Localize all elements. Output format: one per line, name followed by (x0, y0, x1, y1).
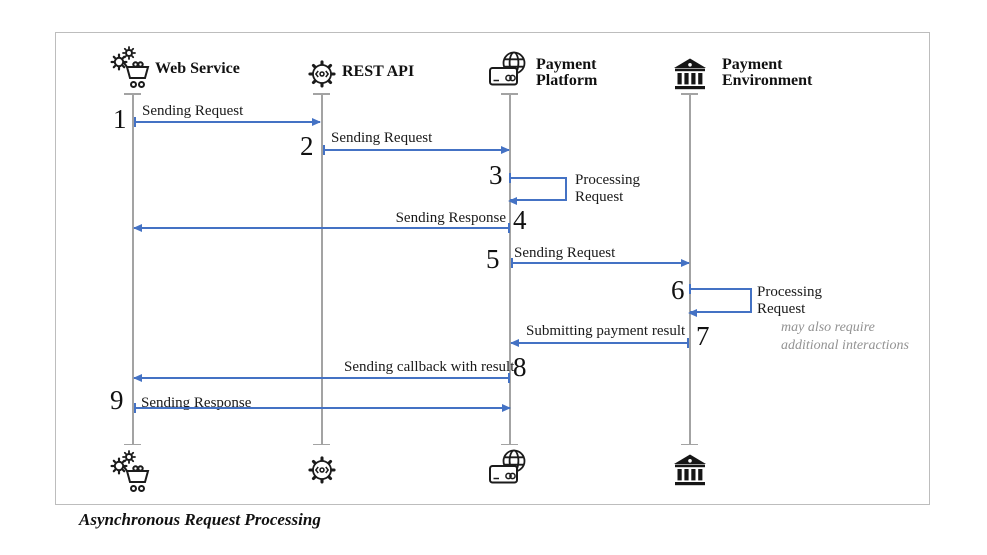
message-number: 6 (671, 275, 685, 305)
api-gear-icon (308, 456, 336, 484)
bank-building-icon (674, 454, 706, 486)
bank-building-icon (674, 58, 706, 90)
message-label: Sending Response (395, 210, 506, 226)
message-label: Sending Request (142, 103, 244, 119)
message-label: Sending Request (331, 130, 433, 146)
message-label: Submitting payment result (526, 323, 686, 339)
message-number: 9 (110, 385, 124, 415)
self-message-arrow (508, 173, 567, 205)
lifeline-rest-api (315, 93, 328, 445)
message-label: Sending Request (514, 245, 616, 261)
message-arrow (323, 145, 510, 155)
message-label: Sending callback with result (344, 359, 515, 375)
message-arrow (134, 403, 511, 413)
message-label: Sending Response (141, 395, 252, 411)
self-message-arrow (688, 284, 752, 317)
lifeline-payment-platform (503, 93, 516, 445)
lifeline-web-service (126, 93, 139, 445)
message-arrow (133, 223, 510, 233)
message-number: 5 (486, 244, 500, 274)
actor-label-web-service: Web Service (155, 60, 240, 77)
annotation-note: may also require additional interactions (781, 320, 909, 353)
actor-label-payment-environment: Payment Environment (722, 56, 813, 89)
message-arrow (133, 373, 510, 383)
api-gear-icon (308, 60, 336, 88)
message-label: Processing Request (757, 284, 822, 317)
message-number: 3 (489, 160, 503, 190)
message-arrow (511, 258, 690, 268)
shopping-cart-gears-icon (110, 46, 150, 88)
globe-credit-card-icon (489, 449, 526, 484)
message-number: 2 (300, 131, 314, 161)
message-arrow (134, 117, 321, 127)
actor-label-rest-api: REST API (342, 63, 415, 80)
message-number: 4 (513, 205, 527, 235)
message-label: Processing Request (575, 172, 640, 205)
message-number: 7 (696, 321, 710, 351)
globe-credit-card-icon (489, 51, 526, 86)
diagram-title: Asynchronous Request Processing (79, 510, 321, 529)
diagram-frame (55, 32, 930, 505)
lifeline-payment-environment (683, 93, 696, 445)
message-number: 8 (513, 352, 527, 382)
shopping-cart-gears-icon (110, 450, 150, 492)
message-arrow (510, 338, 689, 348)
actor-label-payment-platform: Payment Platform (536, 56, 598, 89)
message-number: 1 (113, 104, 127, 134)
